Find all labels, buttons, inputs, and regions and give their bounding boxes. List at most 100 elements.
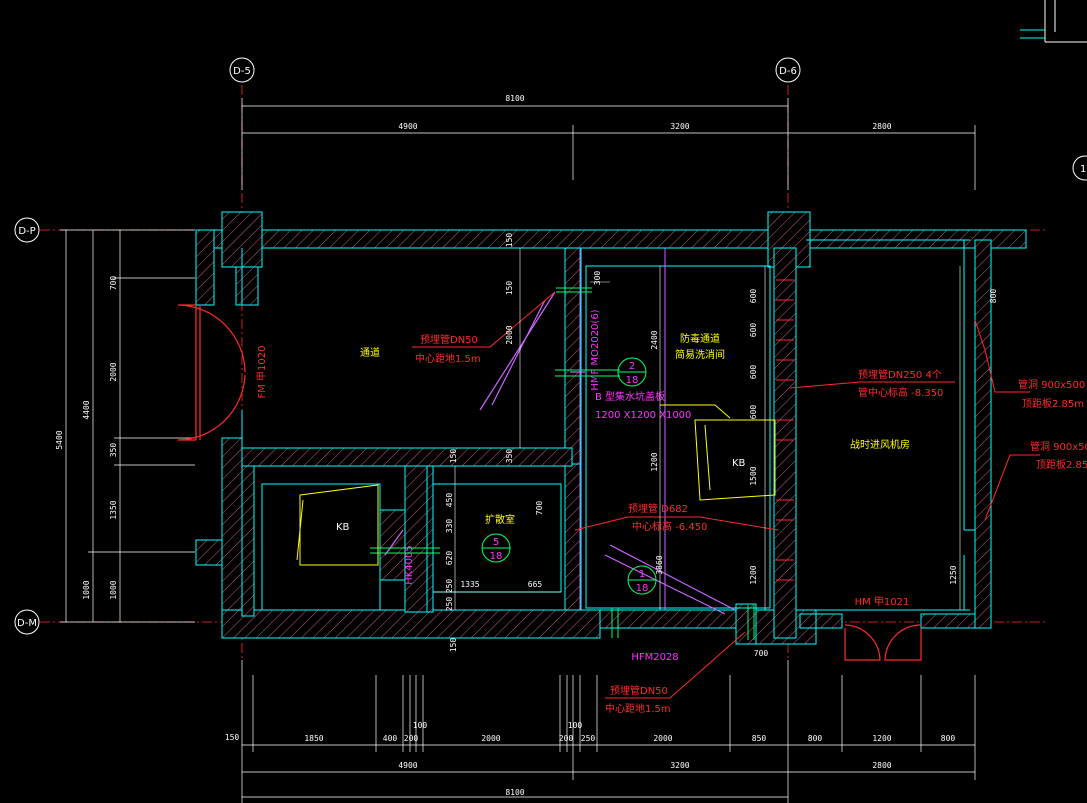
pipe3-line1: 预埋管 D682 [628, 502, 688, 515]
idim-620: 620 [445, 551, 454, 566]
idim-1200: 1200 [650, 452, 659, 471]
idim-600b: 600 [749, 323, 758, 338]
dim-l-1350: 1350 [109, 500, 118, 519]
door-left-double [177, 304, 246, 441]
dim-b-1850: 1850 [304, 734, 323, 743]
svg-text:D-M: D-M [17, 618, 37, 629]
dim-b-2000b: 2000 [653, 734, 672, 743]
gutter-lines [579, 248, 666, 610]
dim-top-overall: 8100 [505, 94, 524, 103]
dim-b-200a: 200 [404, 734, 419, 743]
tank-label-2: 1200 X1200 X1000 [595, 410, 691, 421]
axis-bubble-d6: D-6 [775, 57, 801, 83]
tank-label-1: B 型集水坑盖板 [595, 390, 665, 403]
dim-b-t2800: 2800 [872, 761, 891, 770]
pipe2-line1: 预埋管DN250 4个 [858, 368, 942, 381]
duct2-line2: 顶距板2.85m [1036, 458, 1087, 471]
duct1-line1: 管洞 900x500 [1018, 378, 1085, 391]
dim-b-800a: 800 [808, 734, 823, 743]
top-right-fragment [1020, 0, 1087, 43]
section-mark-2: 5 18 [481, 533, 511, 563]
pipe4-line2: 中心距地1.5m [605, 702, 671, 715]
pipe2-line2: 管中心标高 -8.350 [858, 386, 943, 399]
pipe3-line2: 中心标高 -6.450 [632, 520, 707, 533]
leader-lines [412, 291, 1040, 699]
dim-b-100a: 100 [413, 721, 428, 730]
dims-left [60, 229, 195, 623]
dim-b-t8100: 8100 [505, 788, 524, 797]
door-tag-4: HMF MO2020(6) [590, 309, 601, 390]
wall-outlines [241, 239, 975, 611]
door-tag-2: HM 甲1021 [855, 597, 910, 608]
idim-300: 300 [593, 271, 602, 286]
svg-text:18: 18 [626, 375, 639, 386]
svg-text:18: 18 [636, 583, 649, 594]
idim-250b: 250 [445, 597, 454, 612]
pipe1-line1: 预埋管DN50 [420, 333, 478, 346]
dim-l-700: 700 [109, 276, 118, 291]
idim-665: 665 [528, 580, 543, 589]
room-decon-2: 简易洗消间 [675, 348, 725, 361]
idim-450: 450 [445, 493, 454, 508]
dim-b-1200: 1200 [872, 734, 891, 743]
dim-b-150: 150 [225, 733, 240, 742]
dim-b-100b: 100 [568, 721, 583, 730]
idim-150d: 150 [449, 638, 458, 653]
dim-b-t3200: 3200 [670, 761, 689, 770]
dim-top-3200: 3200 [670, 122, 689, 131]
svg-text:D-6: D-6 [779, 66, 797, 77]
door-tag-3: HFM2028 [631, 652, 678, 663]
dim-top-2800: 2800 [872, 122, 891, 131]
svg-text:D-5: D-5 [233, 66, 251, 77]
walls [195, 211, 1027, 645]
svg-text:D-P: D-P [18, 226, 35, 237]
duct1-line2: 顶距板2.85m [1022, 397, 1084, 410]
idim-600d: 600 [749, 405, 758, 420]
idim-600c: 600 [749, 365, 758, 380]
dims-top [241, 98, 976, 190]
kb-unit-2 [660, 404, 776, 501]
idim-1200b: 1200 [749, 565, 758, 584]
idim-1500: 1500 [749, 466, 758, 485]
idim-1335: 1335 [460, 580, 479, 589]
dim-b-t4900: 4900 [398, 761, 417, 770]
dim-l-350: 350 [109, 443, 118, 458]
dim-b-400: 400 [383, 734, 398, 743]
svg-text:2: 2 [629, 361, 635, 372]
pipe-marks [370, 287, 755, 640]
dim-b-800b: 800 [941, 734, 956, 743]
idim-2000: 2000 [505, 325, 514, 344]
idim-700: 700 [535, 501, 544, 516]
svg-text:1: 1 [1080, 164, 1086, 175]
dim-top-4900: 4900 [398, 122, 417, 131]
dim-l-1000a: 1000 [82, 580, 91, 599]
room-corridor: 通道 [360, 346, 380, 359]
dim-b-200b: 200 [559, 734, 574, 743]
axis-bubble-edge: 1 [1072, 155, 1087, 181]
door-bottom-double [844, 624, 922, 661]
dim-b-850: 850 [752, 734, 767, 743]
inner-dim-lines [433, 248, 961, 610]
dim-b-250: 250 [581, 734, 596, 743]
dim-l-5400: 5400 [55, 430, 64, 449]
kb-unit-1 [296, 484, 379, 566]
room-fan: 战时进风机房 [850, 438, 910, 451]
svg-text:5: 5 [493, 537, 499, 548]
idim-150a: 150 [505, 233, 514, 248]
section-mark-3: 1 18 [627, 565, 657, 595]
axis-bubble-d5: D-5 [229, 57, 255, 83]
idim-330: 330 [445, 519, 454, 534]
door-tag-5: HK4005 [404, 545, 415, 585]
idim-1250: 1250 [949, 565, 958, 584]
door-tag-1: FM 甲1020 [257, 345, 268, 398]
kb-label-2: KB [732, 458, 746, 469]
dim-l-4400: 4400 [82, 400, 91, 419]
pipe1-line2: 中心距地1.5m [415, 352, 481, 365]
svg-text:18: 18 [490, 551, 503, 562]
section-mark-1: 2 18 [617, 357, 647, 387]
svg-text:1: 1 [639, 569, 645, 580]
pipe4-line1: 预埋管DN50 [610, 684, 668, 697]
dims-bottom [241, 660, 976, 803]
